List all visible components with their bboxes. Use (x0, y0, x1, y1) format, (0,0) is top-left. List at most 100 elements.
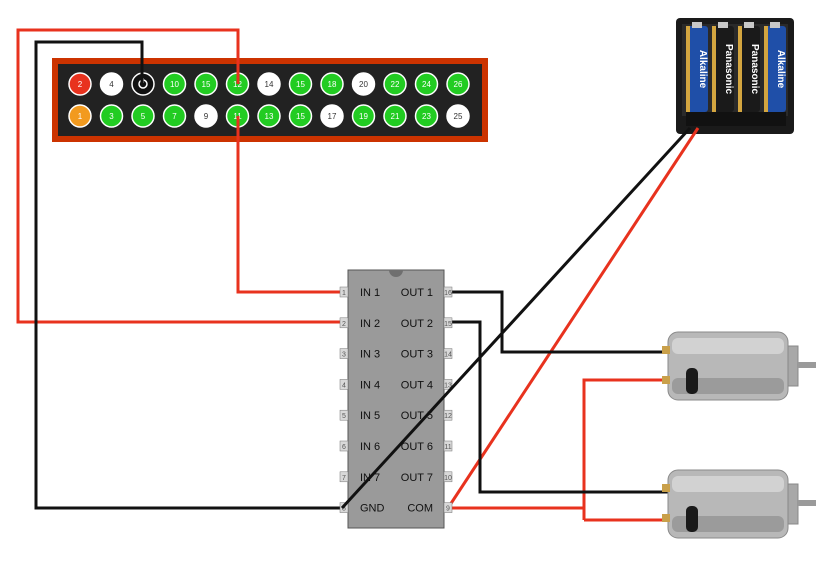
gpio-pin: 17 (320, 104, 344, 128)
gpio-pin-label: 21 (391, 112, 400, 121)
chip-pin-number: 5 (342, 413, 346, 420)
chip-pin-left (339, 286, 349, 298)
chip-pin-right (443, 379, 453, 390)
chip-pin-number: 6 (342, 444, 346, 451)
chip-pin-right (443, 471, 453, 483)
gpio-pin-label: 17 (328, 112, 337, 121)
chip-label-output: OUT 7 (401, 472, 433, 484)
chip-notch (389, 270, 403, 277)
dc-motor-2 (662, 469, 816, 539)
gpio-pin-label: 13 (265, 112, 274, 121)
gpio-pin: 4 (99, 72, 124, 96)
gpio-pin-label: 22 (391, 80, 400, 89)
gpio-pin-label: 26 (454, 80, 463, 89)
gpio-pin-label: 25 (454, 112, 463, 121)
chip-pin-left (339, 317, 349, 329)
wire-red-battery-to-com (446, 127, 700, 509)
chip-pin-right (443, 317, 453, 329)
gpio-pin: 13 (257, 104, 281, 128)
wire-black-out2-to-motor2 (450, 320, 668, 494)
motor-terminal (662, 346, 670, 354)
gpio-pin-label: 1 (78, 112, 83, 121)
chip-pin-number: 2 (342, 321, 346, 328)
gpio-pin: 15 (288, 72, 313, 96)
wire-red-com-to-motors (448, 378, 668, 510)
wires (16, 28, 700, 522)
gpio-pin: 20 (351, 72, 376, 96)
chip-pin-right (443, 440, 453, 452)
gpio-pin-label: 10 (170, 80, 179, 89)
wire-black-out1-to-motor1 (450, 290, 668, 354)
chip-pin-number: 11 (444, 444, 451, 451)
gpio-pin-label: 4 (109, 80, 114, 89)
wire-black-gpio-ground-to-gnd (34, 40, 346, 510)
wire-black-battery-to-gnd (340, 126, 692, 510)
gpio-pin: 5 (131, 104, 155, 128)
gpio-pin: 2 (68, 72, 92, 96)
battery-cell-brand: Panasonic (749, 44, 760, 94)
chip-pin-number: 10 (444, 475, 452, 482)
gpio-pin: 18 (320, 72, 344, 96)
gpio-pin: 9 (194, 104, 218, 128)
chip-pin-left (339, 440, 349, 452)
gpio-pin: 19 (351, 104, 376, 128)
dc-motor-1 (662, 331, 816, 401)
chip-pin-number: 14 (444, 352, 452, 359)
chip-pin-number: 13 (444, 382, 452, 389)
chip-label-input: IN 5 (360, 410, 380, 422)
chip-label-output: OUT 3 (401, 349, 433, 361)
chip-pin-number: 15 (444, 321, 452, 328)
chip-pin-number: 3 (342, 352, 346, 359)
gpio-pin: 25 (446, 104, 470, 128)
gpio-pin-label: 5 (141, 112, 146, 121)
chip-label-output: OUT 4 (401, 379, 433, 391)
gpio-pin: 14 (257, 72, 281, 96)
battery-cell: Panasonic (738, 22, 760, 112)
gpio-pin: 10 (162, 72, 187, 96)
chip-pin-right (443, 409, 453, 421)
gpio-pin: 22 (383, 72, 407, 96)
gpio-pin: 3 (99, 104, 124, 128)
chip-label-input: IN 2 (360, 318, 380, 330)
chip-label-input: IN 3 (360, 349, 380, 361)
gpio-pin-label: 20 (359, 80, 368, 89)
chip-label-output: OUT 1 (401, 287, 433, 299)
battery-cell: Alkaline (686, 22, 708, 112)
chip-label-input: IN 4 (360, 379, 380, 391)
chip-pin-number: 12 (444, 413, 452, 420)
chip-pin-number: 1 (342, 290, 346, 297)
battery-cell: Panasonic (712, 22, 734, 112)
gpio-pin: 26 (446, 72, 470, 96)
chip-body (347, 269, 445, 529)
chip-pin-number: 9 (446, 506, 450, 513)
chip-label-input: IN 6 (360, 441, 380, 453)
chip-pin-right (443, 348, 453, 359)
chip-pin-left (339, 409, 349, 421)
gpio-pin-label: 9 (204, 112, 209, 121)
chip-pin-number: 4 (342, 382, 346, 389)
chip-pin-right (443, 502, 453, 513)
chip-pin-number: 8 (342, 506, 346, 513)
chip-pin-right (443, 286, 453, 298)
chip-pin-number: 7 (342, 475, 346, 482)
gpio-pin-label: 15 (202, 80, 211, 89)
gpio-pin-label: 24 (422, 80, 431, 89)
chip-label-input: GND (360, 503, 385, 515)
gpio-pin-label: 2 (78, 80, 83, 89)
chip-pin-left (339, 348, 349, 359)
gpio-pin-label: 12 (233, 80, 242, 89)
gpio-pin: 24 (414, 72, 439, 96)
motor-terminal (662, 376, 670, 384)
gpio-pin-label: 15 (296, 80, 305, 89)
motor-terminal (662, 484, 670, 492)
chip-pin-left (339, 379, 349, 390)
chip-label-input: IN 1 (360, 287, 380, 299)
